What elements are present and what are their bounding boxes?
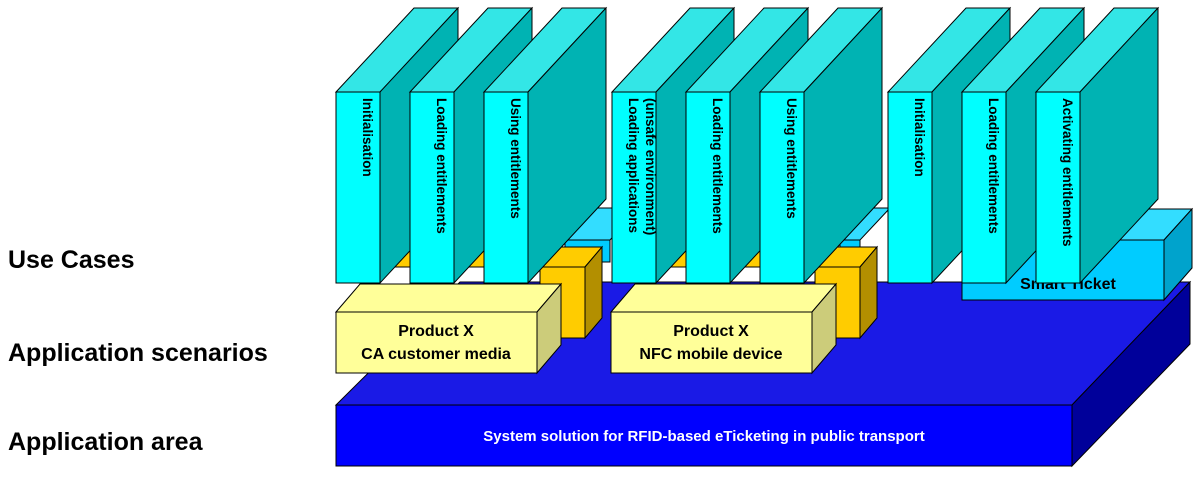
use-case-label: Initialisation bbox=[360, 98, 375, 177]
ca-box-front bbox=[335, 311, 538, 374]
pillar-front bbox=[335, 91, 381, 284]
layer-label-application-area: Application area bbox=[8, 428, 203, 456]
pillar-front bbox=[483, 91, 529, 284]
application-area-label: System solution for RFID-based eTicketin… bbox=[483, 428, 924, 445]
pillar-front bbox=[409, 91, 455, 284]
use-case-pillar: Using entitlements bbox=[482, 6, 608, 285]
layer-label-use-cases: Use Cases bbox=[8, 246, 135, 274]
use-case-pillars: Initialisation Loading entitlements Using … bbox=[334, 6, 1160, 285]
nfc-box-front bbox=[610, 311, 813, 374]
nfc-box-top bbox=[609, 283, 838, 313]
ca-box-line1: Product X bbox=[398, 323, 474, 340]
use-case-label: (unsafe environment) bbox=[643, 98, 658, 235]
pillar-front bbox=[961, 91, 1007, 284]
use-case-label: Initialisation bbox=[912, 98, 927, 177]
nfc-box-line1: Product X bbox=[673, 323, 749, 340]
ca-box-top bbox=[334, 283, 563, 313]
use-case-label: Using entitlements bbox=[784, 98, 799, 219]
ca-box-line2: CA customer media bbox=[361, 346, 511, 363]
use-case-label: Using entitlements bbox=[508, 98, 523, 219]
pillar-front bbox=[887, 91, 933, 284]
layer-label-application-scenarios: Application scenarios bbox=[8, 339, 268, 367]
pillar-front bbox=[1035, 91, 1081, 284]
pillar-front bbox=[685, 91, 731, 284]
use-case-label: Loading entitlements bbox=[434, 98, 449, 234]
pillar-front bbox=[611, 91, 657, 284]
application-area-front bbox=[335, 404, 1073, 467]
use-case-pillar: Activating entitlements bbox=[1034, 6, 1160, 285]
use-case-pillar: Using entitlements bbox=[758, 6, 884, 285]
use-case-label: Loading applications bbox=[626, 98, 641, 233]
scenario-nfc-mobile-device: Product X NFC mobile device bbox=[609, 282, 838, 375]
scenario-ca-customer-media: Product X CA customer media bbox=[334, 282, 563, 375]
use-case-label: Loading entitlements bbox=[986, 98, 1001, 234]
use-case-label: Loading entitlements bbox=[710, 98, 725, 234]
use-case-label: Activating entitlements bbox=[1060, 98, 1075, 247]
nfc-box-line2: NFC mobile device bbox=[639, 346, 782, 363]
pillar-front bbox=[759, 91, 805, 284]
